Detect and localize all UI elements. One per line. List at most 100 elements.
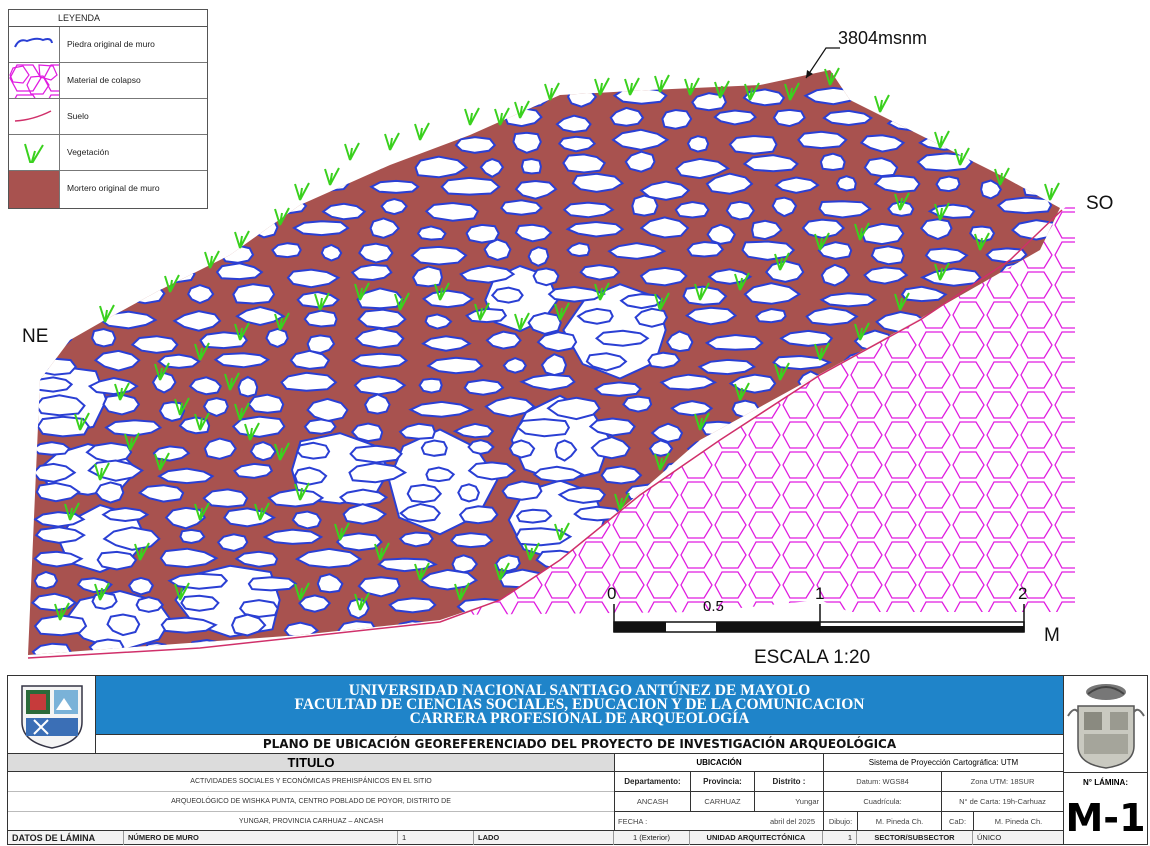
wall-stone — [314, 85, 361, 106]
wall-stone — [565, 220, 625, 238]
vegetation-mark — [454, 582, 470, 601]
sector-label: SECTOR/SUBSECTOR — [857, 831, 973, 845]
wall-stone — [235, 305, 286, 327]
wall-stone — [527, 311, 562, 335]
fecha-label: FECHA : — [614, 811, 680, 830]
lamina-label: N° LÁMINA: — [1063, 772, 1147, 792]
vegetation-mark — [294, 482, 310, 501]
wall-stone — [639, 266, 688, 287]
wall-stone — [358, 242, 394, 264]
dibujo-label: Dibujo: — [823, 811, 857, 830]
collapse-material-area — [450, 200, 1075, 615]
wall-stone — [985, 247, 1028, 264]
scale-tick-label: 0 — [607, 584, 617, 603]
wall-stone — [108, 240, 141, 260]
vegetation-mark — [334, 522, 350, 541]
wall-stone — [157, 467, 215, 485]
vegetation-mark — [934, 130, 950, 149]
wall-stone — [306, 334, 336, 355]
cad-value: M. Pineda Ch. — [973, 811, 1063, 830]
wall-stone — [593, 381, 642, 397]
wall-stone — [127, 576, 154, 596]
wall-stone — [249, 217, 279, 239]
vegetation-mark — [684, 77, 700, 96]
wall-stone — [101, 506, 150, 523]
stone-outline-icon — [14, 37, 53, 48]
wall-stone — [363, 393, 391, 415]
wall-stone — [863, 157, 899, 178]
wall-stone — [199, 331, 249, 350]
wall-stone — [980, 179, 1002, 200]
wall-stone — [452, 422, 495, 439]
wall-stone — [1066, 156, 1102, 171]
sheet-data-row: DATOS DE LÁMINA NÚMERO DE MURO 1 LADO 1 … — [8, 830, 1063, 845]
orientation-ne-label: NE — [22, 326, 49, 347]
wall-stone — [31, 376, 74, 393]
wall-stone — [221, 114, 269, 131]
wall-stone — [349, 444, 403, 464]
wall-stone — [900, 285, 948, 303]
wall-stone — [298, 594, 332, 613]
vegetation-mark — [354, 592, 370, 611]
wall-stone — [33, 614, 88, 637]
cuadricula-value: Cuadrícula: — [823, 791, 941, 811]
wall-stone — [863, 266, 909, 285]
scale-tick-label: 2 — [1018, 584, 1028, 603]
seal-logo-icon — [1067, 684, 1145, 769]
vegetation-mark — [814, 232, 830, 251]
wall-stone — [167, 572, 229, 590]
mortar-fill-icon — [9, 171, 59, 208]
wall-stone — [515, 508, 553, 524]
vegetation-mark — [94, 462, 110, 481]
wall-stone — [419, 568, 479, 591]
wall-stone — [418, 377, 443, 394]
vegetation-mark — [414, 562, 430, 581]
vegetation-mark — [254, 502, 270, 521]
wall-stone — [247, 393, 285, 414]
wall-stone — [527, 246, 550, 267]
sistema-header: Sistema de Proyección Cartográfica: UTM — [823, 753, 1063, 771]
vegetation-mark — [434, 282, 450, 301]
wall-stone — [32, 284, 65, 304]
vegetation-mark — [934, 262, 950, 281]
legend-item-stone: Piedra original de muro — [9, 27, 207, 63]
wall-stone — [987, 137, 1022, 153]
wall-stone — [231, 613, 267, 637]
scale-title: ESCALA 1:20 — [754, 647, 871, 668]
soil-line — [27, 209, 1063, 659]
vegetation-mark — [734, 272, 750, 291]
wall-stone — [31, 642, 72, 655]
wall-stone — [33, 570, 59, 590]
elevation-label: 3804msnm — [838, 28, 928, 48]
numero-muro-label: NÚMERO DE MURO — [124, 831, 398, 845]
wall-stone — [395, 111, 443, 130]
wall-stone — [249, 441, 277, 462]
wall-stone — [420, 439, 448, 457]
wall-stone — [459, 264, 516, 284]
wall-stone — [373, 92, 419, 113]
wall-stone — [264, 132, 323, 149]
wall-stone — [33, 357, 78, 376]
wall-stone — [31, 592, 78, 612]
wall-stone — [31, 441, 71, 456]
vegetation-mark — [394, 292, 410, 311]
wall-stone — [388, 597, 437, 614]
wall-stone — [458, 505, 499, 525]
vegetation-mark — [514, 312, 530, 331]
vegetation-mark — [774, 362, 790, 381]
wall-stone — [516, 418, 571, 438]
wall-stone — [485, 330, 522, 350]
wall-stone — [296, 441, 331, 460]
wall-stone — [634, 307, 669, 328]
wall-stone — [639, 216, 690, 239]
wall-stone — [647, 351, 681, 369]
wall-stone — [952, 112, 1007, 135]
wall-stone — [219, 244, 255, 264]
vegetation-mark — [694, 282, 710, 301]
wall-stone — [294, 176, 350, 193]
legend-label: Material de colapso — [67, 75, 141, 85]
wall-stone — [950, 86, 994, 107]
wall-stone — [532, 267, 560, 287]
wall-stone — [415, 638, 446, 655]
title-block: UNIVERSIDAD NACIONAL SANTIAGO ANTÚNEZ DE… — [7, 675, 1148, 845]
